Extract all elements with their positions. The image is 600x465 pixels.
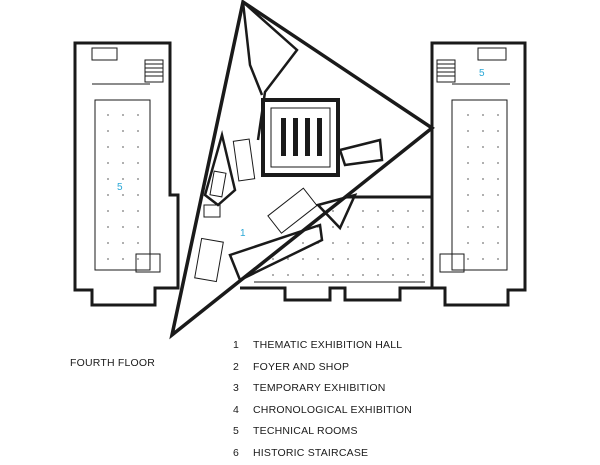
right-wing-outline: [430, 41, 527, 307]
legend-item: 2 FOYER AND SHOP: [233, 357, 412, 379]
floor-plan-drawing: 5 1 5: [73, 0, 527, 340]
legend-item: 4 CHRONOLOGICAL EXHIBITION: [233, 400, 412, 422]
legend-list: 1 THEMATIC EXHIBITION HALL 2 FOYER AND SHO…: [233, 335, 412, 465]
room-label-5-left: 5: [117, 182, 123, 193]
legend-number: 1: [233, 339, 240, 351]
legend-label: TECHNICAL ROOMS: [253, 425, 358, 438]
legend-number: 2: [233, 360, 240, 373]
legend-item: 3 TEMPORARY EXHIBITION: [233, 378, 412, 400]
room-label-1: 1: [240, 228, 246, 239]
room-label-5-right: 5: [479, 68, 485, 79]
floor-label: FOURTH FLOOR: [70, 357, 156, 369]
legend-item: 1 THEMATIC EXHIBITION HALL: [233, 335, 412, 357]
legend-label: THEMATIC EXHIBITION HALL: [253, 339, 403, 351]
legend-label: FOYER AND SHOP: [253, 360, 350, 373]
legend-label: CHRONOLOGICAL EXHIBITION: [253, 403, 413, 416]
legend-item: 5 TECHNICAL ROOMS: [233, 421, 412, 443]
legend-label: HISTORIC STAIRCASE: [253, 446, 369, 459]
central-block-outline: [240, 195, 434, 302]
legend-number: 5: [233, 425, 240, 438]
historic-staircase: [261, 98, 340, 177]
legend-number: 3: [233, 382, 240, 395]
left-wing-outline: [73, 41, 180, 307]
legend-label: TEMPORARY EXHIBITION: [253, 382, 386, 395]
legend-item: 6 HISTORIC STAIRCASE: [233, 443, 412, 465]
legend-number: 6: [233, 446, 240, 459]
legend-number: 4: [233, 403, 240, 416]
